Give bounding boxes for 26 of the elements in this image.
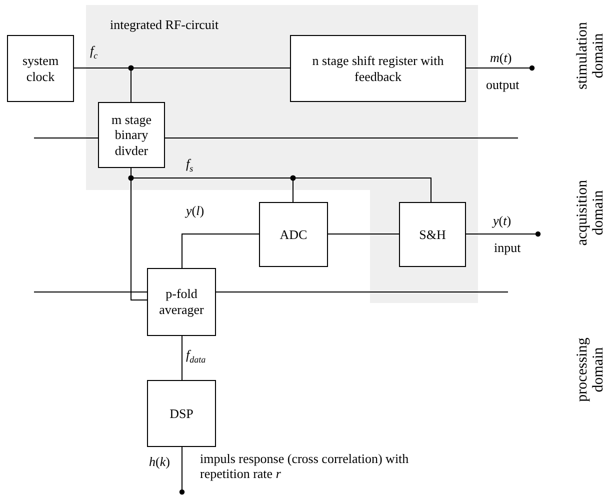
domain-label: acquisition domain bbox=[575, 178, 607, 248]
note-text: impuls response (cross correlation) with repetition rate r bbox=[200, 452, 410, 482]
signal-label: y(l) bbox=[186, 204, 204, 219]
domain-label: processing domain bbox=[575, 336, 607, 404]
port-label: input bbox=[494, 241, 521, 256]
signal-label: f$_{data}$ bbox=[186, 348, 206, 365]
block-box: S&H bbox=[399, 202, 466, 267]
signal-line bbox=[466, 65, 535, 71]
signal-label: f$_{s}$ bbox=[186, 157, 194, 174]
block-box: DSP bbox=[147, 380, 216, 447]
block-box: ADC bbox=[259, 202, 328, 267]
block-box: p-fold averager bbox=[147, 268, 216, 336]
block-box: m stage binary divder bbox=[98, 102, 165, 168]
region-title: integrated RF-circuit bbox=[110, 17, 219, 33]
signal-label: f$_{c}$ bbox=[90, 44, 98, 61]
port-label: output bbox=[486, 78, 520, 93]
circuit-region bbox=[86, 5, 478, 303]
block-box: n stage shift register with feedback bbox=[290, 35, 466, 102]
signal-line bbox=[182, 234, 260, 268]
signal-label: m(t) bbox=[490, 51, 512, 66]
signal-line bbox=[179, 446, 185, 495]
signal-line bbox=[466, 231, 541, 237]
domain-label: stimulation domain bbox=[575, 21, 607, 92]
signal-label: y(t) bbox=[493, 214, 512, 229]
signal-label: h(k) bbox=[149, 455, 170, 470]
block-box: system clock bbox=[7, 35, 74, 102]
